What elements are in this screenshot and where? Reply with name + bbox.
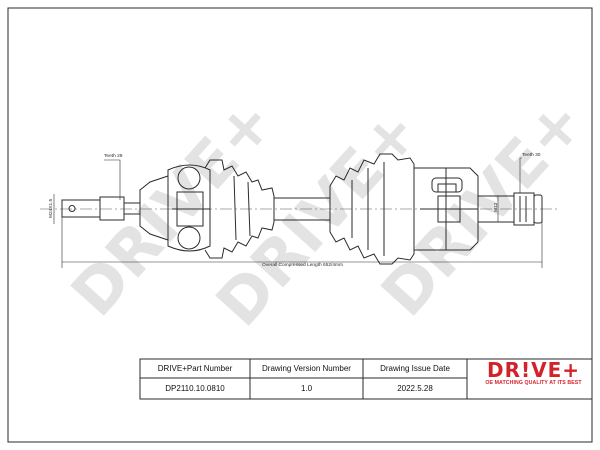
logo-tagline: OE MATCHING QUALITY AT ITS BEST [485, 380, 582, 386]
overall-length-label: Overall Compressed Length 652/4mm [262, 262, 343, 268]
version-value: 1.0 [300, 384, 313, 393]
version-header: Drawing Version Number [262, 364, 351, 373]
watermark-group: DRIVE+ DRIVE+ DRIVE+ [57, 85, 598, 340]
teeth-left-label: Teeth 29 [104, 153, 123, 159]
title-block-grid [139, 358, 593, 400]
diameter-right-label: M12 [493, 202, 499, 212]
inner-joint [320, 153, 543, 265]
part-number-value: DP2110.10.0810 [165, 384, 225, 393]
dimension-texts: Teeth 29 Teeth 30 M24X1.5 M12 Overall Co… [48, 152, 541, 268]
title-block: DRIVE+Part Number Drawing Version Number… [140, 359, 600, 399]
outer-joint [61, 159, 320, 259]
dimension-lines [53, 157, 543, 268]
diameter-left-label: M24X1.5 [48, 198, 54, 218]
issue-date-value: 2022.5.28 [397, 384, 433, 393]
logo-text: DR!VE+ [486, 358, 581, 382]
teeth-right-label: Teeth 30 [522, 152, 541, 158]
sheet-border [7, 7, 593, 443]
part-number-header: DRIVE+Part Number [157, 364, 233, 373]
brand-logo: DR!VE+ OE MATCHING QUALITY AT ITS BEST [467, 358, 600, 390]
issue-date-header: Drawing Issue Date [380, 364, 450, 373]
